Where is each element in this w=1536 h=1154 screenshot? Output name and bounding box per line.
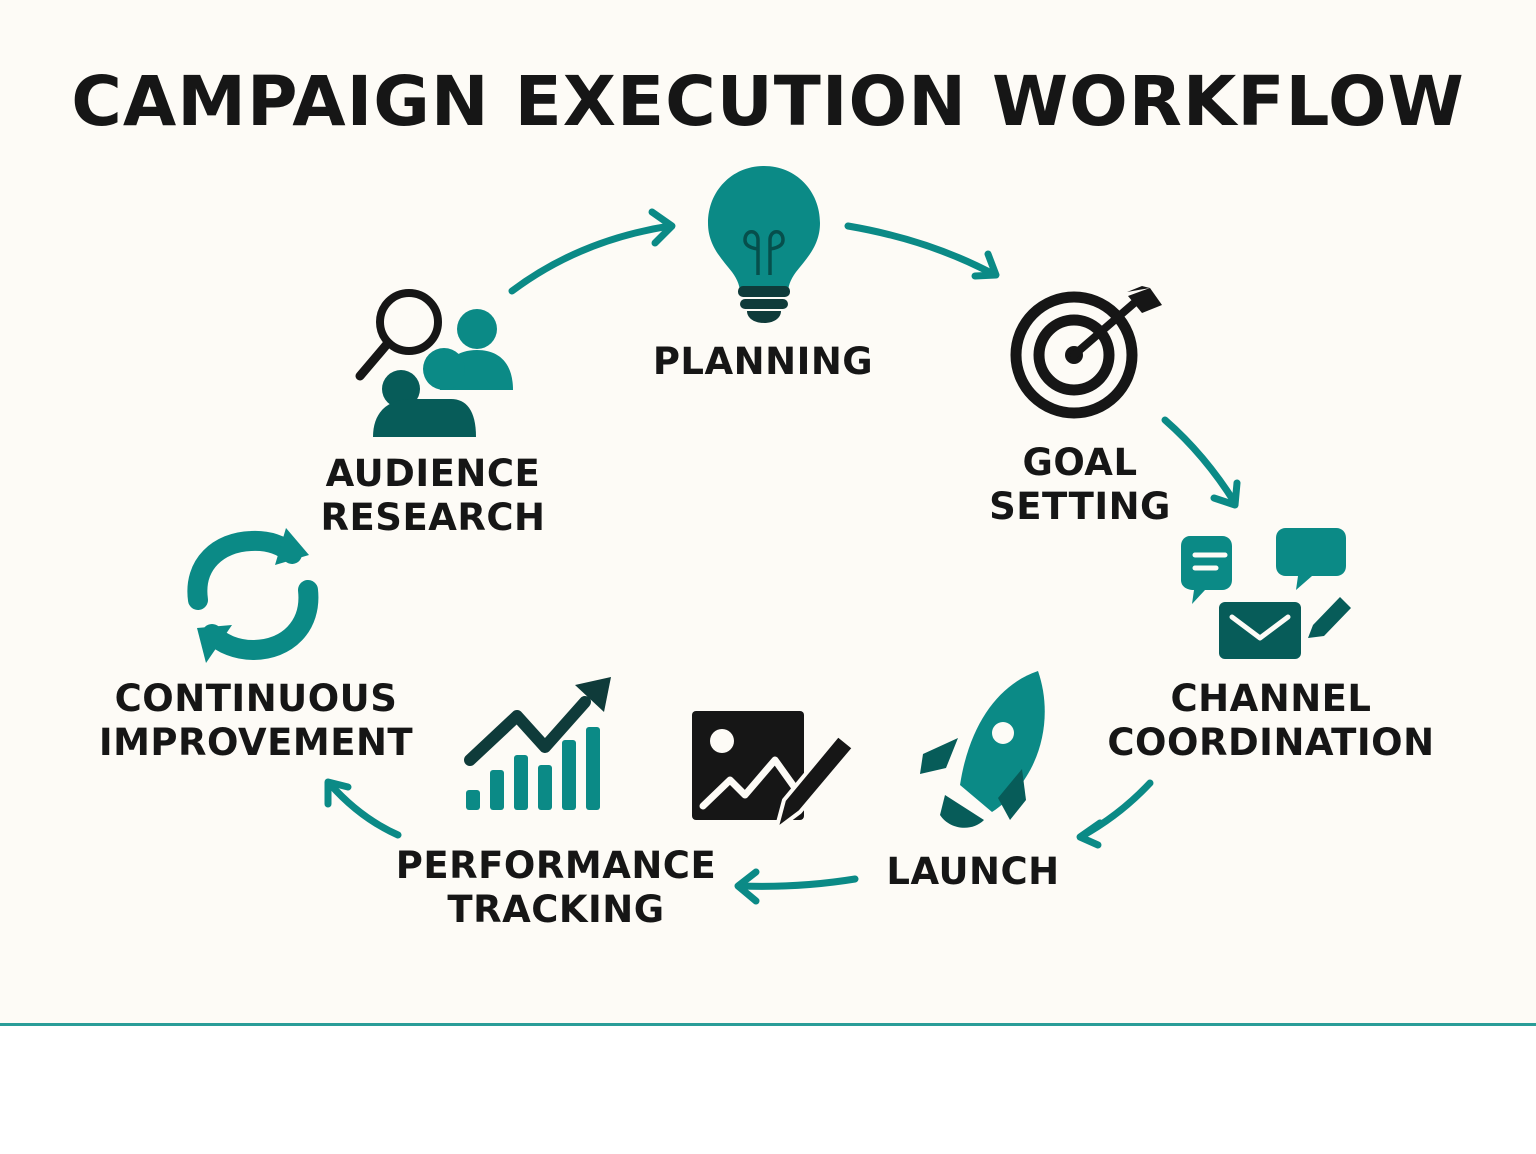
target-icon (1010, 286, 1162, 419)
arrow-research-to-planning (508, 208, 676, 295)
page-title: CAMPAIGN EXECUTION WORKFLOW (71, 62, 1465, 142)
arrow-launch-to-tracking (734, 868, 859, 905)
bottom-divider (0, 1023, 1536, 1026)
workflow-diagram (187, 166, 1351, 905)
arrow-goal-to-channel (1161, 416, 1241, 509)
refresh-cycle-icon (187, 528, 319, 663)
arrow-channel-to-launch (1076, 779, 1154, 849)
step-label-planning: PLANNING (652, 340, 874, 383)
arrow-tracking-to-improvement (324, 778, 402, 839)
image-edit-icon (692, 711, 856, 832)
chat-email-icon (1181, 528, 1351, 659)
growth-chart-icon (464, 677, 611, 810)
arrow-planning-to-goal (844, 222, 1000, 280)
diagram-canvas: CAMPAIGN EXECUTION WORKFLOW (71, 62, 1465, 931)
audience-search-icon (355, 289, 513, 437)
step-label-launch: LAUNCH (886, 850, 1060, 893)
bottom-blank-area (0, 1026, 1536, 1154)
flow-arrows (324, 208, 1241, 905)
rocket-icon (920, 671, 1045, 828)
lightbulb-icon (708, 166, 820, 323)
